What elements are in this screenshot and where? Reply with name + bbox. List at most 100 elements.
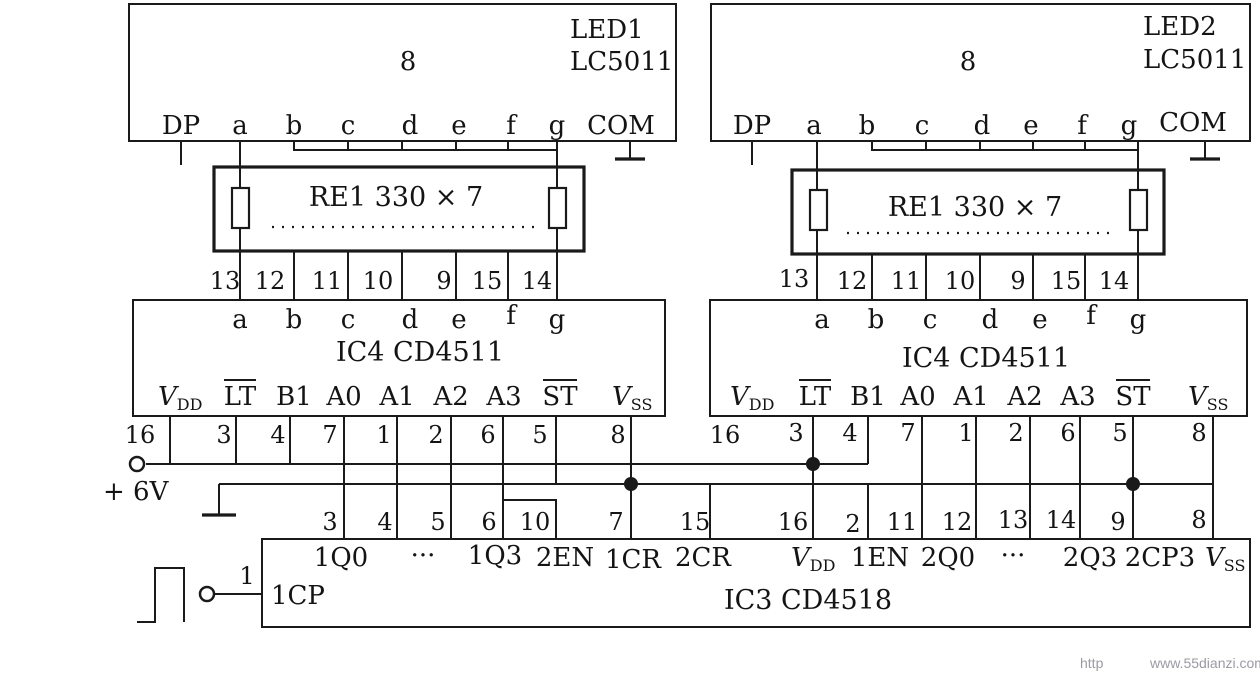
dec1-pin-1: 1 bbox=[376, 421, 391, 449]
counter-label-1en: 1EN bbox=[851, 543, 909, 573]
counter-label-2q0: 2Q0 bbox=[921, 543, 975, 573]
dec2-out-c: c bbox=[923, 305, 938, 335]
supply-label: + 6V bbox=[103, 477, 170, 507]
counter-body bbox=[261, 538, 1251, 628]
dec2-body bbox=[709, 299, 1248, 417]
dec2-pin-10: 10 bbox=[945, 267, 976, 295]
dec1-a0-label: A0 bbox=[325, 382, 361, 412]
counter-pin-numbers: 3 4 5 6 10 7 15 16 2 11 12 13 14 9 8 bbox=[322, 506, 1206, 538]
counter-pin-4: 4 bbox=[377, 508, 392, 536]
supply-terminal[interactable] bbox=[128, 455, 146, 473]
dec1-pin-16: 16 bbox=[125, 421, 156, 449]
junction-dot bbox=[624, 477, 638, 491]
junction-dot bbox=[1126, 477, 1140, 491]
counter-label-1cr: 1CR bbox=[605, 545, 662, 575]
dec1-out-e: e bbox=[451, 305, 466, 335]
dec1-name: IC4 CD4511 bbox=[336, 337, 504, 368]
dec1-pin-6: 6 bbox=[480, 421, 495, 449]
dec1-pin-2: 2 bbox=[428, 421, 443, 449]
counter-pin-7: 7 bbox=[608, 508, 623, 536]
counter-label-2cp3: 2CP3 bbox=[1125, 543, 1195, 573]
dec1-pin-7: 7 bbox=[322, 421, 337, 449]
dec1-pin-11: 11 bbox=[312, 267, 343, 295]
res2-to-dec2-wires bbox=[816, 254, 1139, 300]
counter-label-vss: VSS bbox=[1205, 543, 1245, 575]
counter-pin-11: 11 bbox=[887, 508, 918, 536]
dec1-vdd-label: VDD bbox=[158, 382, 202, 414]
dec1-pin-10: 10 bbox=[363, 267, 394, 295]
res1-to-dec1-wires bbox=[239, 251, 558, 300]
led2-pin-g: g bbox=[1121, 111, 1138, 141]
led2-pin-dp: DP bbox=[733, 111, 771, 141]
counter-pin-labels: 1Q0 ··· 1Q3 2EN 1CR 2CR VDD 1EN 2Q0 ··· … bbox=[314, 541, 1246, 575]
res1-package bbox=[212, 165, 586, 253]
led2-display: 8 LED2 LC5011 DP a b c d e f g COM bbox=[710, 3, 1251, 142]
led2-pin-b: b bbox=[859, 111, 876, 141]
dec2-pin-4: 4 bbox=[842, 419, 857, 447]
dec2-input-pin-numbers: 16 3 4 7 1 2 6 5 8 bbox=[710, 419, 1207, 449]
led1-pin-b: b bbox=[286, 111, 303, 141]
dec1-pin-5: 5 bbox=[532, 421, 547, 449]
dec2-st-label: ST bbox=[1115, 382, 1151, 412]
dec2-pin-1: 1 bbox=[958, 419, 973, 447]
led1-digit: 8 bbox=[400, 47, 417, 77]
dec2-out-e: e bbox=[1032, 305, 1047, 335]
dec1-pin-3: 3 bbox=[216, 421, 231, 449]
counter-pin-3: 3 bbox=[322, 508, 337, 536]
counter-label-2en: 2EN bbox=[536, 543, 594, 573]
counter-pin-9: 9 bbox=[1110, 508, 1125, 536]
counter-label-2q3: 2Q3 bbox=[1063, 543, 1117, 573]
dec2-out-b: b bbox=[868, 305, 885, 335]
dec2-pin-7: 7 bbox=[900, 419, 915, 447]
counter-label-2cr: 2CR bbox=[675, 543, 732, 573]
counter-ic3: 3 4 5 6 10 7 15 16 2 11 12 13 14 9 8 1Q0… bbox=[261, 506, 1251, 628]
counter-label-1q3: 1Q3 bbox=[468, 541, 522, 571]
dec2-b1-label: B1 bbox=[850, 382, 886, 412]
led1-pin-f: f bbox=[506, 111, 518, 141]
dec1-body bbox=[132, 299, 666, 417]
watermark-prefix: http bbox=[1080, 655, 1104, 671]
dec2-a3-label: A3 bbox=[1059, 382, 1095, 412]
resistor-network-1: RE1 330 × 7 bbox=[212, 165, 586, 253]
led1-pin-c: c bbox=[341, 111, 356, 141]
led1-pin-dp: DP bbox=[162, 111, 200, 141]
dec2-pin-6: 6 bbox=[1060, 419, 1075, 447]
led1-pin-com: COM bbox=[587, 111, 655, 141]
dec2-a2-label: A2 bbox=[1006, 382, 1042, 412]
dec2-out-a: a bbox=[814, 305, 830, 335]
counter-pin-2: 2 bbox=[845, 510, 860, 538]
led2-pin-e: e bbox=[1023, 111, 1038, 141]
counter-pin-15: 15 bbox=[680, 508, 711, 536]
counter-label-vdd: VDD bbox=[791, 543, 835, 575]
dec1-pin-8: 8 bbox=[610, 421, 625, 449]
dec2-pin-12: 12 bbox=[837, 267, 868, 295]
led1-pin-a: a bbox=[232, 111, 248, 141]
dec1-a1-label: A1 bbox=[378, 382, 414, 412]
led2-pin-c: c bbox=[915, 111, 930, 141]
pulse-waveform-icon bbox=[137, 567, 185, 623]
led1-leads bbox=[180, 141, 645, 285]
led2-digit: 8 bbox=[960, 47, 977, 77]
dec2-pin-2: 2 bbox=[1008, 419, 1023, 447]
clock-terminal[interactable] bbox=[198, 585, 216, 603]
dec1-out-f: f bbox=[506, 301, 518, 331]
counter-pin-10: 10 bbox=[520, 508, 551, 536]
junction-dot bbox=[806, 457, 820, 471]
dec1-output-pin-numbers: 13 12 11 10 9 15 14 bbox=[210, 267, 553, 295]
dec1-st-label: ST bbox=[542, 382, 578, 412]
led2-part: LC5011 bbox=[1143, 45, 1246, 75]
dec1-pin-15: 15 bbox=[472, 267, 503, 295]
dec2-pin-9: 9 bbox=[1010, 267, 1025, 295]
dec1-pin-14: 14 bbox=[522, 267, 553, 295]
dec2-pin-3: 3 bbox=[788, 419, 803, 447]
dec2-pin-5: 5 bbox=[1112, 419, 1127, 447]
counter-label-1cp: 1CP bbox=[271, 581, 325, 611]
watermark-site: www.55dianzi.com bbox=[1149, 655, 1260, 671]
counter-pin-5: 5 bbox=[430, 508, 445, 536]
dec1-pin-13: 13 bbox=[210, 267, 241, 295]
led2-pin-com: COM bbox=[1159, 108, 1227, 138]
dec2-a1-label: A1 bbox=[952, 382, 988, 412]
led2-pin-a: a bbox=[806, 111, 822, 141]
dec2-lt-label: LT bbox=[799, 382, 832, 412]
